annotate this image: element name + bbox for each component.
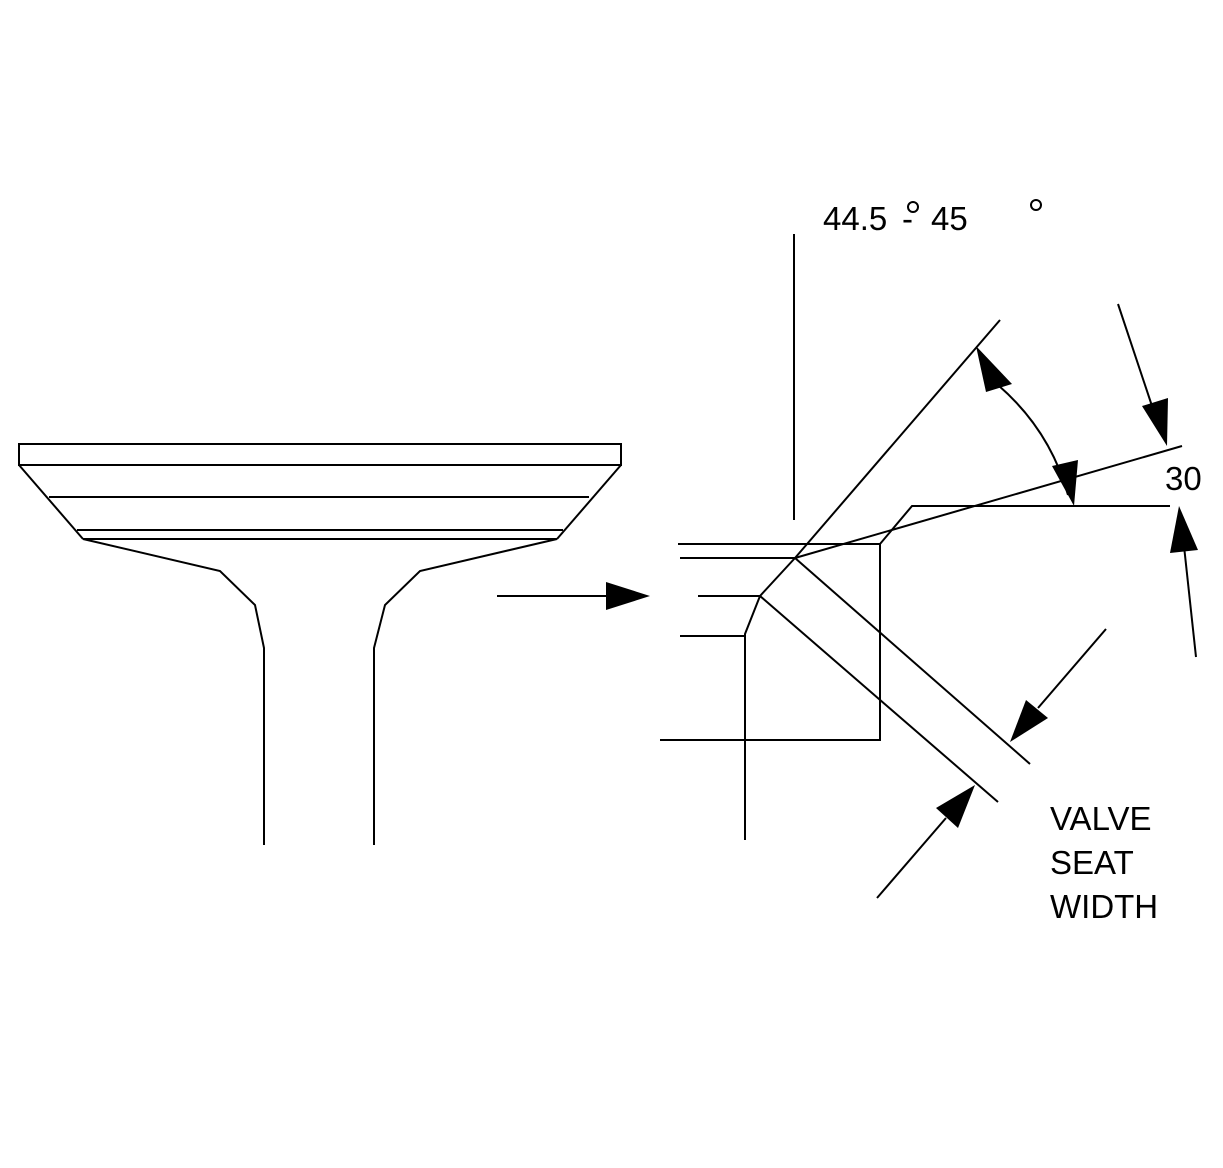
dim-30-arrow-lower — [1170, 506, 1198, 553]
valve-seat-width-line-2: SEAT — [1050, 844, 1134, 881]
seat-detail: 44.5 - 45 30 VALVE SEAT WIDTH — [660, 199, 1202, 925]
angle-arc-arrow-upper — [976, 346, 1012, 392]
seat-width-leader-upper — [1037, 628, 1107, 709]
angle-30-extension — [794, 445, 1183, 559]
seat-insert-outline — [660, 544, 881, 741]
degree-symbol-icon — [907, 201, 919, 213]
angle-separator-label: - — [902, 200, 913, 237]
valve-face-chamfer — [759, 557, 796, 597]
valve-head-face-right — [556, 464, 622, 540]
degree-symbol-icon — [1030, 199, 1042, 211]
seat-width-leader-lower — [876, 817, 947, 899]
seat-width-arrow-upper — [1010, 700, 1048, 742]
angle-dimension-arc — [997, 384, 1069, 496]
dim-30-leader-upper — [1117, 303, 1155, 413]
detail-pointer-head — [606, 582, 650, 610]
seat-face-line-lower — [759, 595, 999, 803]
valve-head-top — [18, 443, 622, 466]
seat-width-arrow-lower — [936, 785, 975, 828]
dim-30-leader-lower — [1183, 545, 1197, 658]
angle-min-label: 44.5 — [823, 200, 887, 237]
seat-face-line-upper — [794, 557, 1031, 765]
angle-arc-arrow-lower — [1052, 460, 1078, 506]
valve-neck-right — [373, 538, 558, 845]
angle-30-label: 30 — [1165, 460, 1202, 497]
angle-45-extension — [794, 319, 1001, 559]
valve-seat-width-line-1: VALVE — [1050, 800, 1152, 837]
valve-neck-left — [82, 538, 265, 845]
valve-seat-width-line-3: WIDTH — [1050, 888, 1158, 925]
valve-head-face-left — [18, 464, 84, 540]
detail-pointer-arrow — [497, 582, 650, 610]
angle-max-label: 45 — [931, 200, 968, 237]
valve-elevation — [18, 443, 622, 845]
seat-30deg-surface — [879, 505, 1170, 545]
dim-30-arrow-upper — [1142, 398, 1168, 446]
detail-valve-outline — [698, 595, 762, 840]
